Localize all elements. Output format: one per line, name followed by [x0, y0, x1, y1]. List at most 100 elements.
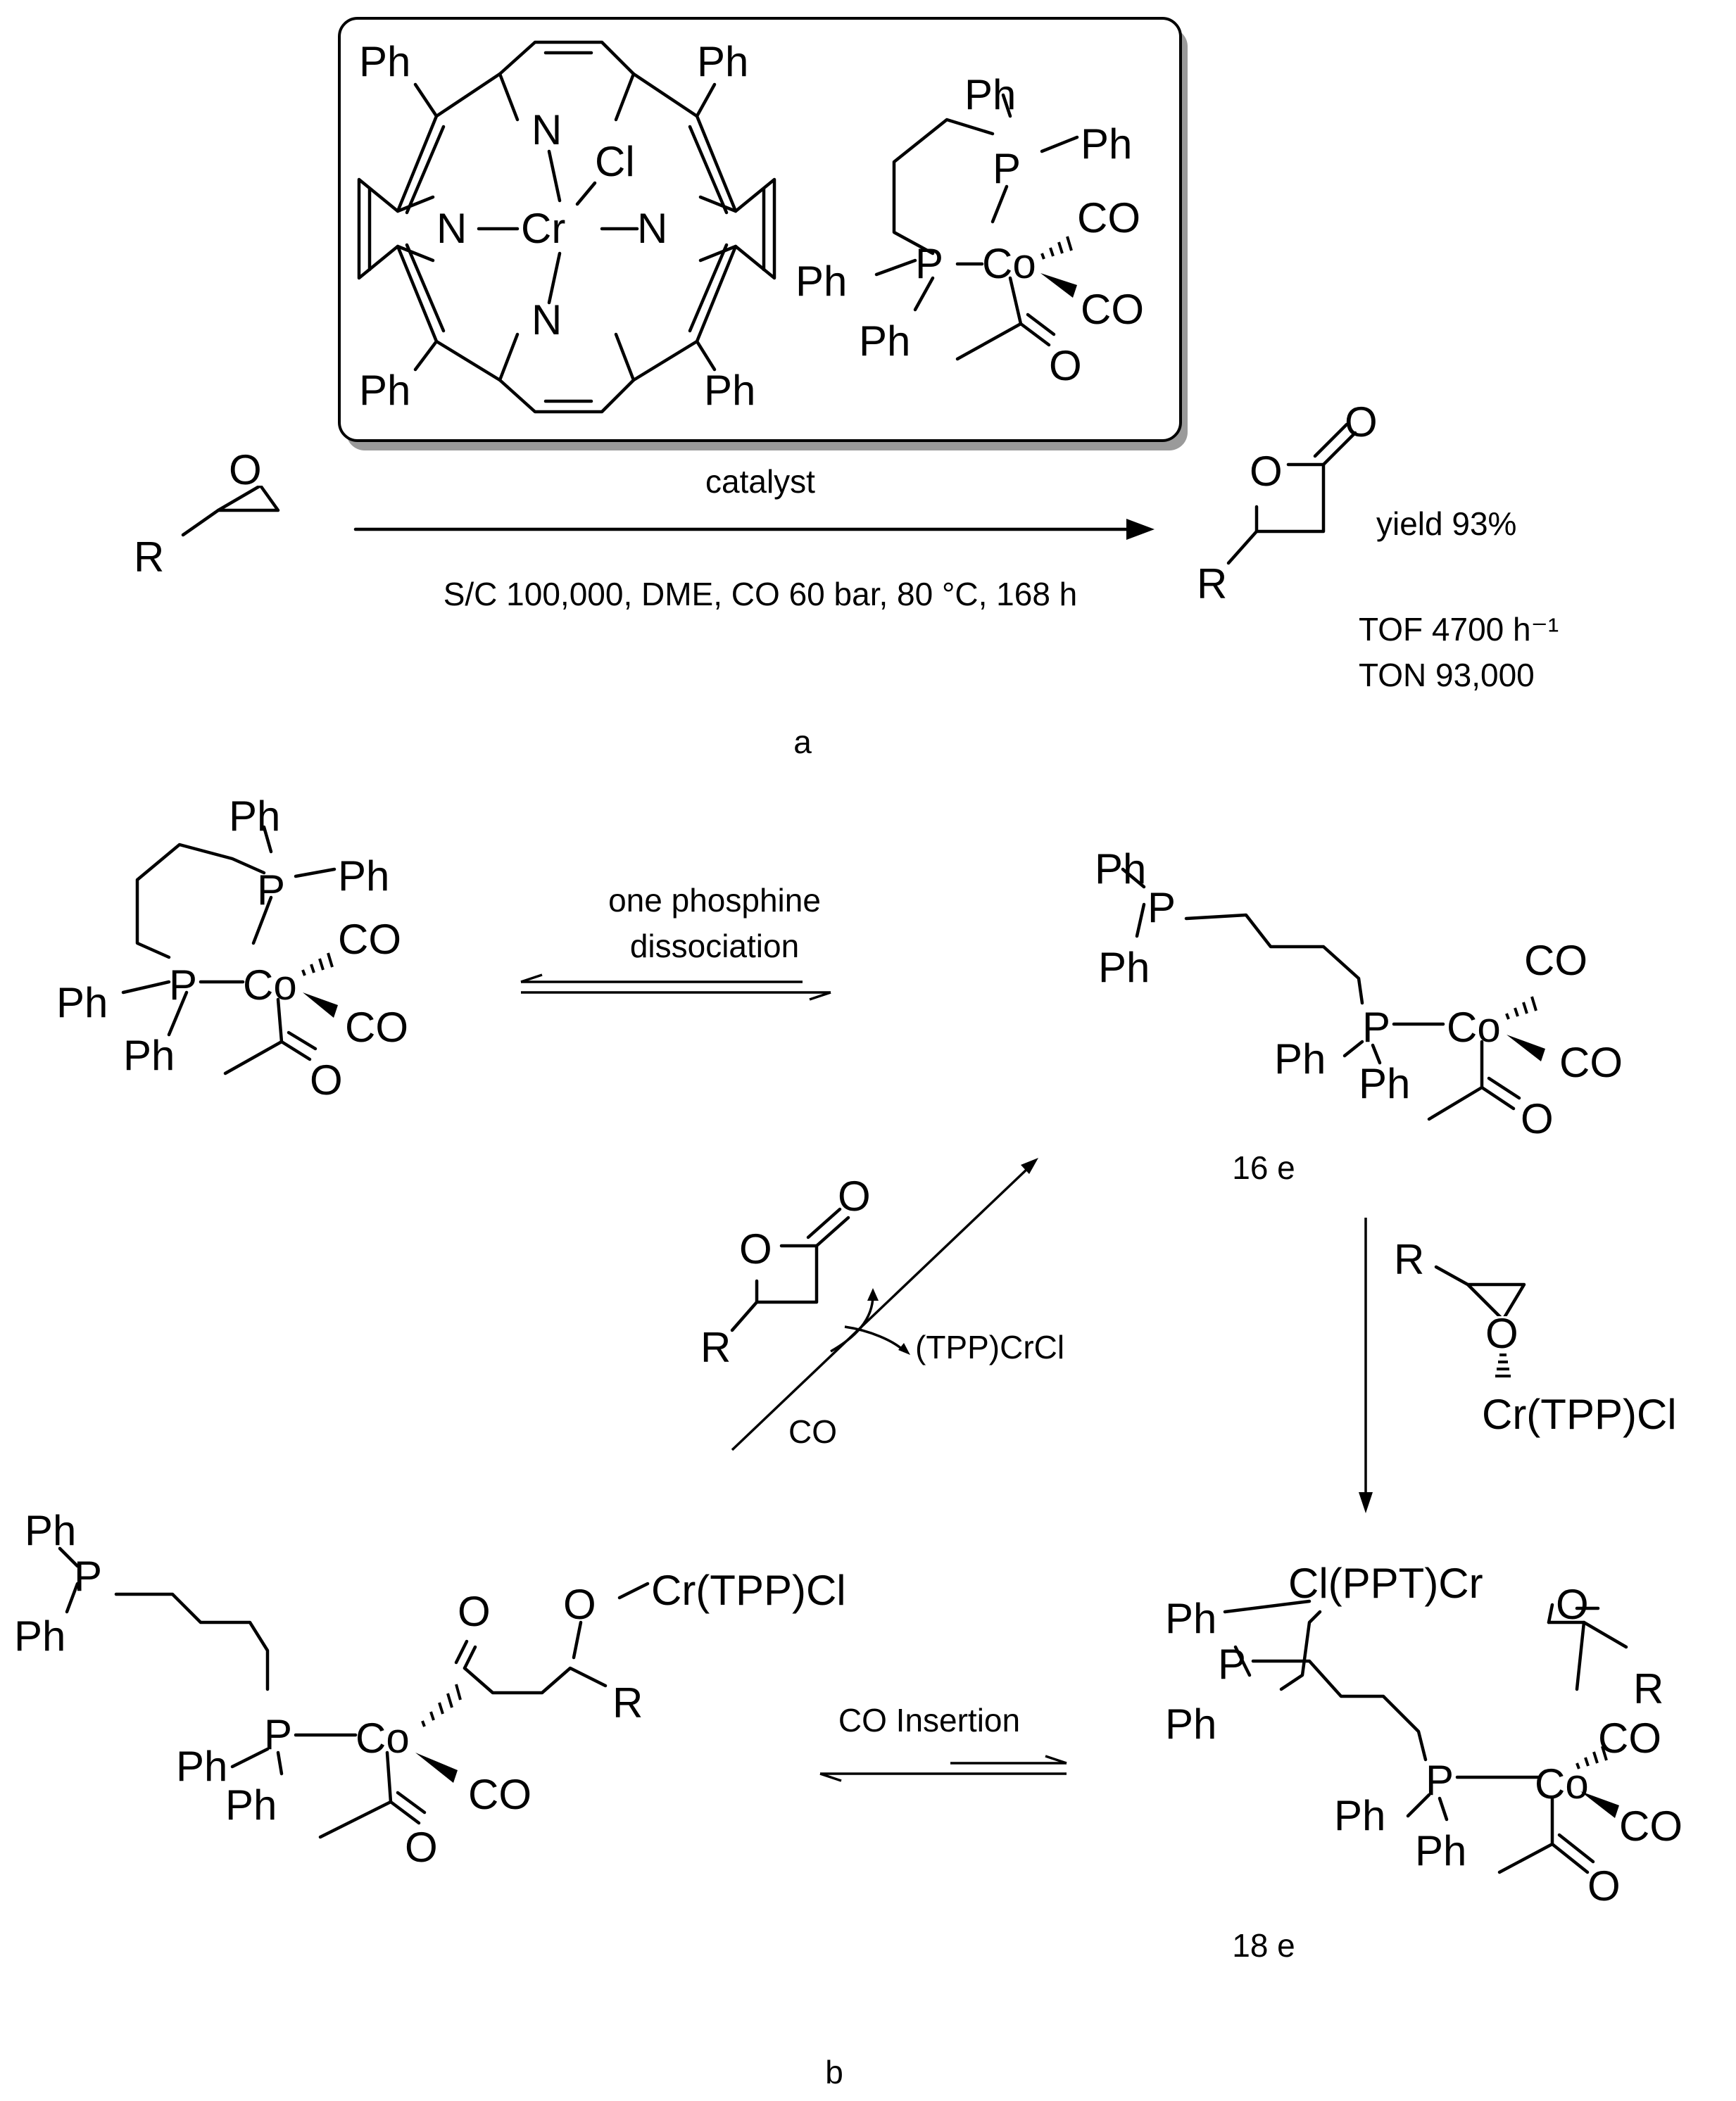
arrow-label-conditions: S/C 100,000, DME, CO 60 bar, 80 °C, 168 …	[444, 576, 1078, 612]
catalyst-box-frame	[338, 17, 1182, 442]
atom-co-metal: Co	[356, 1715, 410, 1762]
atom-p: P	[169, 961, 197, 1009]
atom-p: P	[74, 1553, 102, 1600]
atom-co-ligand: CO	[1619, 1803, 1682, 1850]
label-cl-ppt-cr: Cl(PPT)Cr	[1288, 1560, 1483, 1607]
atom-ph: Ph	[359, 38, 410, 85]
atom-co-ligand: CO	[468, 1771, 532, 1818]
step-label-co-insertion: CO Insertion	[838, 1702, 1020, 1739]
atom-o: O	[1049, 342, 1082, 389]
equilibrium-dissociation: one phosphine dissociation	[520, 882, 831, 1001]
atom-cl: Cl	[595, 138, 635, 185]
atom-ph: Ph	[1334, 1792, 1385, 1839]
label-co: CO	[788, 1413, 837, 1450]
atom-ph: Ph	[123, 1032, 175, 1079]
result-ton: TON 93,000	[1359, 657, 1535, 693]
atom-r: R	[612, 1679, 643, 1727]
atom-ph: Ph	[964, 71, 1016, 118]
atom-r: R	[1633, 1665, 1663, 1712]
atom-co-ligand: CO	[1559, 1039, 1623, 1086]
atom-co-metal: Co	[1535, 1760, 1589, 1807]
reaction-arrow-a: catalyst S/C 100,000, DME, CO 60 bar, 80…	[353, 463, 1155, 612]
epoxide-substrate: O R	[134, 446, 280, 581]
atom-co-ligand: CO	[338, 916, 401, 963]
cr-tpp-cl-structure: Ph Ph Ph Ph N N N N Cr Cl	[357, 38, 776, 414]
atom-p: P	[1147, 884, 1176, 931]
atom-ph: Ph	[697, 38, 748, 85]
label-16e: 16 e	[1232, 1149, 1295, 1186]
atom-r: R	[1394, 1236, 1424, 1283]
co-complex-16e: Ph P Ph CO P Co Ph Ph CO O 16 e	[1095, 845, 1623, 1186]
atom-n: N	[532, 106, 562, 153]
atom-ph: Ph	[1095, 845, 1146, 892]
label-cr-tpp-cl: Cr(TPP)Cl	[1482, 1391, 1677, 1438]
atom-ph: Ph	[1098, 944, 1150, 991]
atom-o: O	[1250, 448, 1283, 495]
atom-co-ligand: CO	[1077, 194, 1140, 241]
atom-ph: Ph	[176, 1743, 227, 1790]
atom-co-metal: Co	[982, 240, 1036, 287]
atom-ph: Ph	[1274, 1035, 1326, 1083]
atom-ph: Ph	[14, 1613, 65, 1660]
label-cr-tpp-cl: Cr(TPP)Cl	[651, 1567, 846, 1614]
equilibrium-co-insertion: CO Insertion	[819, 1702, 1067, 1782]
atom-o: O	[405, 1824, 438, 1871]
co-acyl-complex: Ph P Ph P Co Ph Ph CO O O O Cr(TPP)Cl R	[14, 1507, 846, 1871]
atom-o: O	[1485, 1310, 1518, 1357]
atom-p: P	[1426, 1757, 1454, 1804]
atom-co-metal: Co	[243, 961, 297, 1009]
label-18e: 18 e	[1232, 1927, 1295, 1964]
atom-ph: Ph	[225, 1781, 277, 1829]
beta-lactone-product: O O R yield 93% TOF 4700 h⁻¹ TON 93,000	[1197, 398, 1559, 693]
co-complex-18e: Cl(PPT)Cr O Ph P R Ph CO P Co Ph CO Ph O…	[1165, 1560, 1682, 1964]
atom-ph: Ph	[1415, 1827, 1466, 1874]
atom-ph: Ph	[338, 852, 389, 900]
result-tof: TOF 4700 h⁻¹	[1359, 611, 1559, 648]
atom-n: N	[532, 296, 562, 343]
atom-p: P	[1362, 1004, 1390, 1051]
atom-o: O	[310, 1056, 343, 1104]
atom-o: O	[1345, 398, 1378, 446]
atom-o: O	[229, 446, 262, 493]
label-tpp-crcl: (TPP)CrCl	[915, 1329, 1064, 1365]
atom-p: P	[1218, 1641, 1246, 1688]
atom-ph: Ph	[1359, 1060, 1410, 1107]
atom-ph: Ph	[1165, 1595, 1216, 1642]
atom-o: O	[563, 1581, 596, 1628]
result-yield: yield 93%	[1376, 505, 1516, 542]
atom-ph: Ph	[859, 317, 910, 365]
atom-o: O	[1556, 1581, 1589, 1628]
co-dppp-complex-box: Ph Ph P CO P Co Ph CO Ph O	[795, 71, 1144, 389]
atom-r: R	[700, 1324, 731, 1371]
atom-co-ligand: CO	[1081, 286, 1144, 333]
atom-cr: Cr	[521, 205, 565, 252]
atom-p: P	[915, 240, 943, 287]
atom-ph: Ph	[25, 1507, 76, 1554]
atom-co-ligand: CO	[1524, 937, 1587, 984]
atom-co-ligand: CO	[1598, 1715, 1661, 1762]
atom-r: R	[134, 534, 164, 581]
catalyst-box	[338, 17, 1188, 450]
atom-n: N	[637, 205, 667, 252]
atom-n: N	[436, 205, 467, 252]
atom-co-ligand: CO	[345, 1004, 408, 1051]
product-release-arrow: O O R (TPP)CrCl CO	[700, 1158, 1064, 1451]
step-label-line1: one phosphine	[608, 882, 821, 919]
atom-o: O	[1587, 1862, 1621, 1910]
arrow-label-catalyst: catalyst	[705, 463, 815, 500]
atom-p: P	[257, 866, 285, 914]
atom-ph: Ph	[1165, 1701, 1216, 1748]
atom-ph: Ph	[229, 793, 280, 840]
atom-p: P	[264, 1711, 292, 1758]
atom-ph: Ph	[56, 979, 108, 1026]
atom-p: P	[993, 145, 1021, 192]
atom-ph: Ph	[795, 258, 847, 305]
panel-label-b: b	[825, 2054, 843, 2090]
atom-co-metal: Co	[1447, 1004, 1501, 1051]
co-dppp-complex-b1: Ph Ph P CO P Co Ph CO Ph O	[56, 793, 408, 1104]
step-label-line2: dissociation	[630, 928, 799, 964]
atom-r: R	[1197, 560, 1227, 607]
atom-o: O	[458, 1588, 491, 1635]
atom-o: O	[1521, 1095, 1554, 1142]
